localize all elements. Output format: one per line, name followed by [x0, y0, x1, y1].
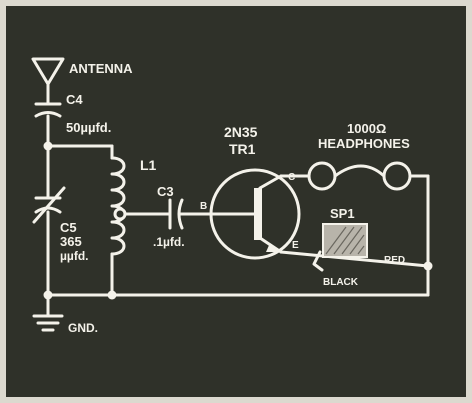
transistor-base-bar — [254, 188, 262, 240]
c3-value: .1µfd. — [153, 235, 185, 249]
junction-dot-l1-bottom — [107, 290, 117, 300]
c5-variable-arrow — [32, 186, 66, 224]
c3-label: C3 — [157, 184, 174, 199]
junction-dot-red — [423, 261, 433, 271]
base-label: B — [200, 201, 207, 212]
black-lead-wire — [312, 250, 324, 272]
schematic-board — [6, 6, 466, 397]
sp1-label: SP1 — [330, 206, 355, 221]
transistor-ref-label: TR1 — [229, 141, 256, 157]
c5-value-unit: µµfd. — [60, 249, 89, 263]
headphone-earpiece-right — [382, 161, 412, 191]
l1-coil — [110, 156, 126, 256]
c4-label: C4 — [66, 92, 83, 107]
headphones-label: HEADPHONES — [318, 136, 410, 151]
sp1-hatch — [325, 226, 365, 255]
headphones-value-label: 1000Ω — [347, 121, 386, 136]
red-lead-label: RED — [384, 255, 405, 266]
antenna-label: ANTENNA — [69, 61, 133, 76]
headphone-earpiece-left — [307, 161, 337, 191]
headphone-band — [333, 164, 386, 178]
emitter-label: E — [292, 240, 299, 251]
collector-label: C — [288, 172, 295, 183]
black-lead-label: BLACK — [323, 277, 359, 288]
ground-label: GND. — [68, 321, 98, 335]
transistor-body — [209, 168, 301, 260]
transistor-model-label: 2N35 — [224, 124, 258, 140]
antenna-symbol — [31, 57, 65, 86]
c4-value: 50µµfd. — [66, 120, 111, 135]
junction-dot-bottom-left — [43, 290, 53, 300]
l1-label: L1 — [140, 157, 157, 173]
transistor-collector-lead — [258, 174, 283, 190]
junction-dot-top — [43, 141, 53, 151]
l1-tap-dot — [113, 207, 127, 221]
wire-emitter-to-red — [279, 250, 430, 268]
transistor-emitter-arrow — [266, 243, 281, 252]
c5-value-number: 365 — [60, 234, 82, 249]
c4-plate-bottom — [34, 111, 62, 118]
c5-label: C5 — [60, 220, 77, 235]
